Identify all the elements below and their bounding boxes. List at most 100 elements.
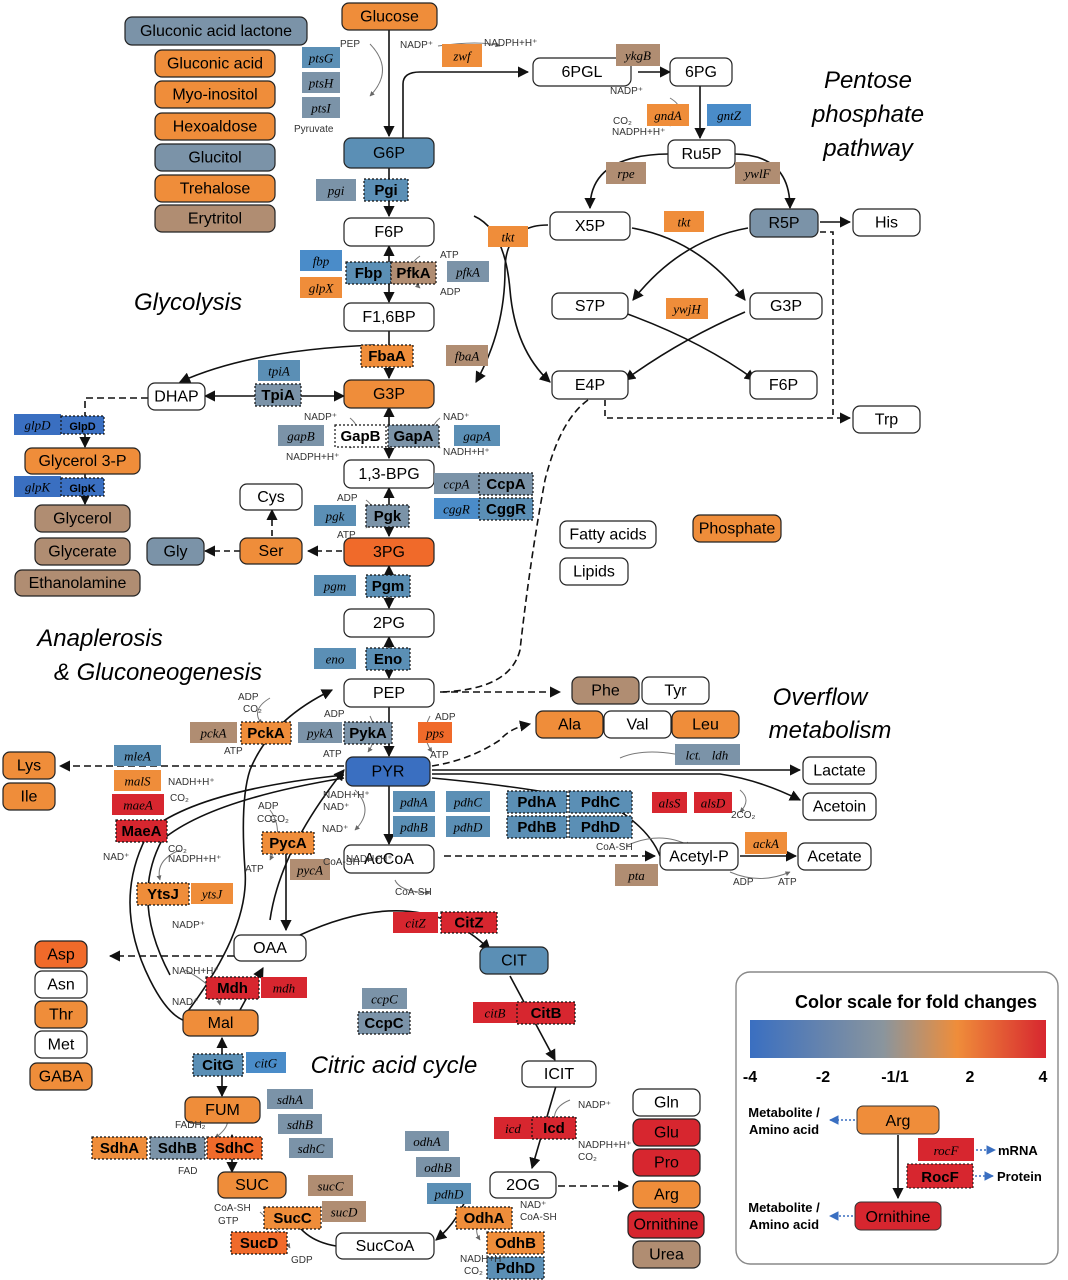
metabolite-label: Ala xyxy=(558,717,581,734)
gene-box xyxy=(615,864,658,886)
metabolite-label: 2OG xyxy=(506,1177,540,1194)
cofactor-adp-15: ADP xyxy=(238,692,259,703)
gene-label: gapB xyxy=(287,429,315,444)
gene-icd-58: icd xyxy=(494,1117,532,1139)
metabolite-label: Glycerol xyxy=(53,511,112,528)
protein-label: MaeA xyxy=(121,823,161,840)
legend-example-protein xyxy=(906,1163,974,1189)
title-anaplerosis-1: Anaplerosis xyxy=(35,625,162,652)
metabolite-glycerol-3-p-13: Glycerol 3-P xyxy=(24,447,141,475)
metabolite-label: Met xyxy=(48,1037,75,1054)
metabolite-hexoaldose-3: Hexoaldose xyxy=(154,112,276,141)
metabolite-phe-48: Phe xyxy=(571,676,640,705)
metabolite-val-51: Val xyxy=(603,710,672,739)
cofactor-co-16: CO₂ xyxy=(243,704,262,715)
metabolite-box xyxy=(632,1148,701,1177)
protein-box xyxy=(516,1001,576,1025)
gene-label: rpe xyxy=(617,166,635,181)
metabolite-label: Mal xyxy=(208,1015,234,1032)
gene-label: maeA xyxy=(123,798,153,813)
metabolite-label: G6P xyxy=(373,145,405,162)
gene-label: ywjH xyxy=(671,302,701,317)
protein-odhb-34: OdhB xyxy=(486,1231,545,1255)
cofactor-co-29: CO₂ xyxy=(270,814,289,825)
metabolite-f6p-9: F6P xyxy=(343,217,435,247)
cofactor-nadp-36: NADP⁺ xyxy=(172,920,205,931)
protein-label: PdhC xyxy=(581,794,620,811)
metabolite-gluconic-acid-1: Gluconic acid xyxy=(154,49,276,78)
gene-label: ptsH xyxy=(308,76,334,91)
cofactor-nadph-h-34: NADPH+H⁺ xyxy=(168,854,221,865)
gene-box xyxy=(446,816,490,837)
gene-sucd-57: sucD xyxy=(322,1201,366,1222)
gene-ptsi-2: ptsI xyxy=(302,97,340,118)
protein-glpd-5: GlpD xyxy=(60,415,105,435)
cofactor-coa-sh-49: CoA-SH xyxy=(214,1203,251,1214)
metabolite-asp-59: Asp xyxy=(34,940,88,969)
gene-pgk-24: pgk xyxy=(314,505,356,526)
metabolite-box xyxy=(343,537,435,567)
protein-pdha-19: PdhA xyxy=(506,790,568,814)
metabolite-box xyxy=(551,370,629,400)
gene-zwf-3: zwf xyxy=(442,44,482,67)
cofactor-nadph-h-3: NADPH+H⁺ xyxy=(484,38,537,49)
gene-pcka-27: pckA xyxy=(190,722,237,743)
protein-succ-31: SucC xyxy=(263,1206,322,1230)
metabolite-box xyxy=(802,792,877,821)
metabolite-box xyxy=(34,504,131,533)
cofactor-nad-35: NAD⁺ xyxy=(103,852,129,863)
cofactor-pep-0: PEP xyxy=(340,39,360,50)
gene-box xyxy=(267,1089,313,1109)
cofactor-co-33: CO₂ xyxy=(168,844,187,855)
metabolite-ethanolamine-16: Ethanolamine xyxy=(14,569,141,597)
gene-ywlf-8: ywlF xyxy=(735,162,780,184)
legend-color-scale xyxy=(750,1020,1046,1058)
gene-label: sucC xyxy=(318,1179,344,1194)
metabolite-box xyxy=(34,1030,88,1059)
gene-box xyxy=(447,261,489,282)
protein-box xyxy=(263,1206,322,1230)
gene-box xyxy=(454,425,500,446)
metabolite-f6p-43: F6P xyxy=(749,370,818,400)
protein-box xyxy=(365,574,411,598)
legend-metabolite-label-1: Metabolite / xyxy=(748,1105,820,1120)
protein-label: PykA xyxy=(349,725,387,742)
metabolite-box xyxy=(34,1000,88,1029)
gene-ccpa-22: ccpA xyxy=(434,473,479,494)
metabolite-lactate-53: Lactate xyxy=(802,756,877,785)
metabolite-2pg-22: 2PG xyxy=(343,608,435,638)
protein-pdhb-21: PdhB xyxy=(506,815,568,839)
gene-ccpc-48: ccpC xyxy=(362,988,407,1009)
cofactor-nadp-9: NADP⁺ xyxy=(304,412,337,423)
metabolite-oaa-26: OAA xyxy=(233,934,307,962)
metabolite-box xyxy=(124,16,308,46)
metabolite-box xyxy=(239,483,303,511)
protein-box xyxy=(390,261,437,285)
metabolite-box xyxy=(335,1232,435,1260)
cofactor-coa-sh-38: CoA-SH xyxy=(596,842,633,853)
gene-box xyxy=(190,722,237,743)
cofactor-atp-14: ATP xyxy=(337,530,356,541)
metabolite-ornithine-68: Ornithine xyxy=(627,1210,705,1239)
metabolite-label: F1,6BP xyxy=(362,309,415,326)
protein-label: Fbp xyxy=(355,265,383,282)
metabolite-his-39: His xyxy=(852,208,921,237)
metabolite-label: Phosphate xyxy=(699,521,776,538)
protein-label: GlpK xyxy=(69,483,95,495)
metabolite-box xyxy=(571,676,640,705)
metabolite-box xyxy=(343,608,435,638)
legend-protein-label: Protein xyxy=(997,1169,1042,1184)
gene-label: pps xyxy=(425,726,444,741)
legend-example-ornithine-label: Ornithine xyxy=(866,1209,931,1226)
metabolite-glucose-7: Glucose xyxy=(341,2,438,31)
metabolite-box xyxy=(632,1180,701,1209)
gene-gapa-21: gapA xyxy=(454,425,500,446)
gene-citb-46: citB xyxy=(473,1002,517,1023)
metabolite-box xyxy=(559,557,629,586)
gene-box xyxy=(112,794,164,815)
protein-mdh-25: Mdh xyxy=(205,976,260,1000)
protein-eno-13: Eno xyxy=(365,647,411,671)
metabolite-label: Arg xyxy=(654,1187,679,1204)
gene-label: pykA xyxy=(306,726,333,741)
